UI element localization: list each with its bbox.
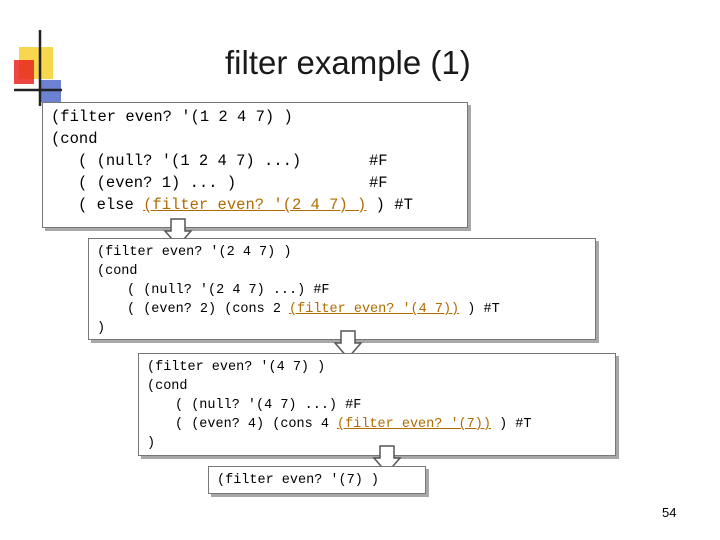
decorative-logo [14, 30, 62, 106]
code-line: ( else (filter even? '(2 4 7) ) ) #T [78, 196, 413, 214]
code-box-1: (filter even? '(1 2 4 7) ) (cond ( (null… [42, 102, 468, 228]
code-text: ) #T [366, 196, 413, 214]
code-line: ( (null? '(2 4 7) ...) #F [127, 283, 330, 298]
page-number: 54 [662, 505, 677, 520]
slide-title: filter example (1) [225, 44, 471, 81]
code-text: ( (even? 4) (cons 4 [175, 417, 338, 432]
down-arrow-icon [372, 445, 402, 475]
code-line: (cond [97, 264, 138, 279]
code-line: ( (even? 1) ... ) [78, 174, 237, 192]
code-text: ( (even? 2) (cons 2 [127, 302, 290, 317]
code-line: #F [369, 152, 388, 170]
code-line: #F [369, 174, 388, 192]
code-line: (cond [147, 379, 188, 394]
down-arrow-icon [333, 330, 363, 360]
code-line: (filter even? '(7) ) [217, 473, 380, 488]
code-text: ) #T [490, 417, 532, 432]
code-line: ( (even? 4) (cons 4 (filter even? '(7)) … [175, 417, 531, 432]
code-line: ( (null? '(1 2 4 7) ...) [78, 152, 302, 170]
code-line: ) [147, 436, 156, 451]
code-line: ( (even? 2) (cons 2 (filter even? '(4 7)… [127, 302, 500, 317]
code-line: (filter even? '(2 4 7) ) [97, 245, 292, 260]
code-line: ) [97, 321, 106, 336]
code-box-4: (filter even? '(7) ) [208, 466, 426, 494]
recursive-call-highlight: (filter even? '(4 7)) [289, 302, 460, 317]
code-box-2: (filter even? '(2 4 7) ) (cond ( (null? … [88, 238, 596, 340]
code-text: ) #T [459, 302, 500, 317]
code-text: ( else [78, 196, 144, 214]
recursive-call-highlight: (filter even? '(7)) [337, 417, 491, 432]
code-line: (cond [51, 130, 98, 148]
code-line: ( (null? '(4 7) ...) #F [175, 398, 362, 413]
code-line: (filter even? '(1 2 4 7) ) [51, 108, 293, 126]
code-box-3: (filter even? '(4 7) ) (cond ( (null? '(… [138, 353, 616, 456]
code-line: (filter even? '(4 7) ) [147, 360, 326, 375]
recursive-call-highlight: (filter even? '(2 4 7) ) [143, 196, 367, 214]
